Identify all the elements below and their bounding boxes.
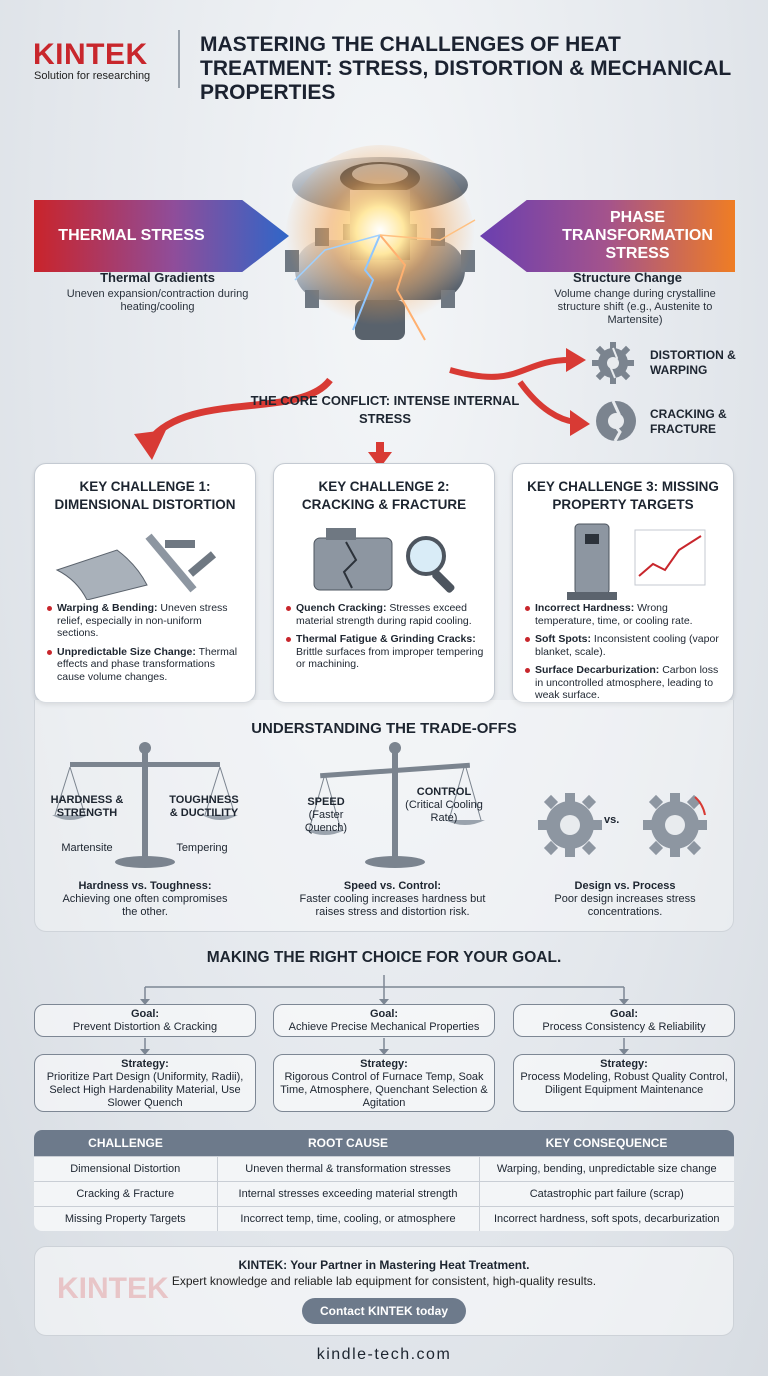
strategy-box: Strategy:Process Modeling, Robust Qualit… bbox=[513, 1054, 735, 1112]
challenge-list: Quench Cracking: Stresses exceed materia… bbox=[286, 602, 484, 677]
balance-scale-icon bbox=[305, 742, 485, 868]
strategy-box: Strategy:Rigorous Control of Furnace Tem… bbox=[273, 1054, 495, 1112]
thermal-gradients-text: Uneven expansion/contraction during heat… bbox=[66, 288, 249, 313]
structure-change-text: Volume change during crystalline structu… bbox=[554, 288, 716, 326]
table-cell: Catastrophic part failure (scrap) bbox=[478, 1180, 734, 1206]
table-cell: Cracking & Fracture bbox=[34, 1180, 217, 1206]
toughness-ductility-label: TOUGHNESS & DUCTILITY bbox=[169, 794, 239, 819]
summary-table: CHALLENGE ROOT CAUSE KEY CONSEQUENCE Dim… bbox=[34, 1130, 734, 1231]
thermal-stress-arrow: THERMAL STRESS bbox=[34, 200, 289, 272]
list-item: Soft Spots: Inconsistent cooling (vapor … bbox=[525, 633, 723, 658]
flow-arrows bbox=[134, 348, 590, 468]
challenge-list: Warping & Bending: Uneven stress relief,… bbox=[47, 602, 245, 689]
table-cell: Uneven thermal & transformation stresses bbox=[216, 1155, 479, 1181]
list-item: Quench Cracking: Stresses exceed materia… bbox=[286, 602, 484, 627]
column-header: CHALLENGE bbox=[34, 1130, 217, 1156]
bent-plate-icon bbox=[55, 533, 217, 600]
vs-label: vs. bbox=[604, 814, 620, 826]
tempering-label: Tempering bbox=[176, 842, 228, 854]
kintek-logo: KINTEK bbox=[33, 38, 148, 71]
table-cell: Warping, bending, unpredictable size cha… bbox=[478, 1155, 734, 1181]
structure-change-heading: Structure Change bbox=[572, 270, 683, 285]
gear-icon bbox=[285, 145, 476, 341]
goal-box: Goal:Process Consistency & Reliability bbox=[513, 1004, 735, 1037]
footer-headline: KINTEK: Your Partner in Mastering Heat T… bbox=[238, 1258, 530, 1272]
hardness-tester-icon bbox=[567, 523, 706, 600]
table-cell: Internal stresses exceeding material str… bbox=[216, 1180, 479, 1206]
phase-transformation-arrow: PHASE TRANSFORMATION STRESS bbox=[480, 200, 735, 272]
hardness-strength-label: HARDNESS & STRENGTH bbox=[50, 794, 124, 819]
goals-connector-lines bbox=[140, 975, 629, 1055]
core-conflict-label: THE CORE CONFLICT: INTENSE INTERNAL STRE… bbox=[250, 393, 520, 426]
site-url[interactable]: kindle-tech.com bbox=[316, 1346, 452, 1363]
goals-title: MAKING THE RIGHT CHOICE FOR YOUR GOAL. bbox=[206, 949, 562, 966]
cracking-fracture-label: CRACKING & FRACTURE bbox=[650, 407, 727, 436]
control-label: CONTROL (Critical Cooling Rate) bbox=[405, 786, 483, 824]
card-title: KEY CHALLENGE 3: MISSING PROPERTY TARGET… bbox=[527, 479, 719, 512]
table-row: Dimensional Distortion Uneven thermal & … bbox=[34, 1155, 734, 1181]
goal-box: Goal:Achieve Precise Mechanical Properti… bbox=[273, 1004, 495, 1037]
table-row: Missing Property Targets Incorrect temp,… bbox=[34, 1205, 734, 1231]
speed-label: SPEED (Faster Quench) bbox=[304, 796, 348, 834]
line-chart-icon bbox=[634, 529, 706, 586]
list-item: Incorrect Hardness: Wrong temperature, t… bbox=[525, 602, 723, 627]
table-header-row: CHALLENGE ROOT CAUSE KEY CONSEQUENCE bbox=[34, 1130, 734, 1156]
thermal-gradients-heading: Thermal Gradients bbox=[100, 270, 215, 285]
magnifier-icon bbox=[406, 536, 455, 593]
column-header: ROOT CAUSE bbox=[217, 1130, 479, 1156]
cracked-gear-icon bbox=[596, 400, 636, 442]
strategy-box: Strategy:Prioritize Part Design (Uniform… bbox=[34, 1054, 256, 1112]
header-divider bbox=[178, 30, 180, 88]
goal-box: Goal:Prevent Distortion & Cracking bbox=[34, 1004, 256, 1037]
table-cell: Dimensional Distortion bbox=[34, 1155, 217, 1181]
challenge-list: Incorrect Hardness: Wrong temperature, t… bbox=[525, 602, 723, 708]
broken-gear-icon bbox=[592, 342, 634, 384]
challenge-card-distortion: KEY CHALLENGE 1: DIMENSIONAL DISTORTION … bbox=[34, 463, 256, 703]
cracked-engine-icon bbox=[313, 528, 455, 593]
kintek-watermark: KINTEK bbox=[57, 1272, 169, 1305]
distortion-warping-label: DISTORTION & WARPING bbox=[650, 348, 736, 377]
martensite-label: Martensite bbox=[61, 842, 113, 854]
challenge-card-properties: KEY CHALLENGE 3: MISSING PROPERTY TARGET… bbox=[512, 463, 734, 703]
table-row: Cracking & Fracture Internal stresses ex… bbox=[34, 1180, 734, 1206]
list-item: Thermal Fatigue & Grinding Cracks: Britt… bbox=[286, 633, 484, 671]
column-header: KEY CONSEQUENCE bbox=[479, 1130, 734, 1156]
card-title: KEY CHALLENGE 1: DIMENSIONAL DISTORTION bbox=[54, 479, 236, 512]
list-item: Warping & Bending: Uneven stress relief,… bbox=[47, 602, 245, 640]
table-cell: Incorrect temp, time, cooling, or atmosp… bbox=[216, 1205, 479, 1231]
caliper-icon bbox=[145, 533, 217, 593]
balance-scale-icon bbox=[52, 742, 238, 868]
page-title: MASTERING THE CHALLENGES OF HEAT TREATME… bbox=[200, 33, 731, 104]
logo-tagline: Solution for researching bbox=[34, 70, 151, 82]
list-item: Surface Decarburization: Carbon loss in … bbox=[525, 664, 723, 702]
contact-kintek-button[interactable]: Contact KINTEK today bbox=[302, 1298, 466, 1324]
tradeoff-caption: Hardness vs. Toughness:Achieving one oft… bbox=[62, 880, 228, 918]
tradeoffs-title: UNDERSTANDING THE TRADE-OFFS bbox=[251, 720, 517, 737]
card-title: KEY CHALLENGE 2: CRACKING & FRACTURE bbox=[301, 479, 467, 512]
tradeoffs-panel bbox=[34, 700, 734, 932]
table-cell: Incorrect hardness, soft spots, decarbur… bbox=[478, 1205, 734, 1231]
gear-icon bbox=[538, 793, 707, 857]
table-cell: Missing Property Targets bbox=[34, 1205, 217, 1231]
footer-subtext: Expert knowledge and reliable lab equipm… bbox=[171, 1274, 597, 1288]
list-item: Unpredictable Size Change: Thermal effec… bbox=[47, 646, 245, 684]
tradeoff-caption: Speed vs. Control:Faster cooling increas… bbox=[299, 880, 486, 918]
challenge-card-cracking: KEY CHALLENGE 2: CRACKING & FRACTURE Que… bbox=[273, 463, 495, 703]
